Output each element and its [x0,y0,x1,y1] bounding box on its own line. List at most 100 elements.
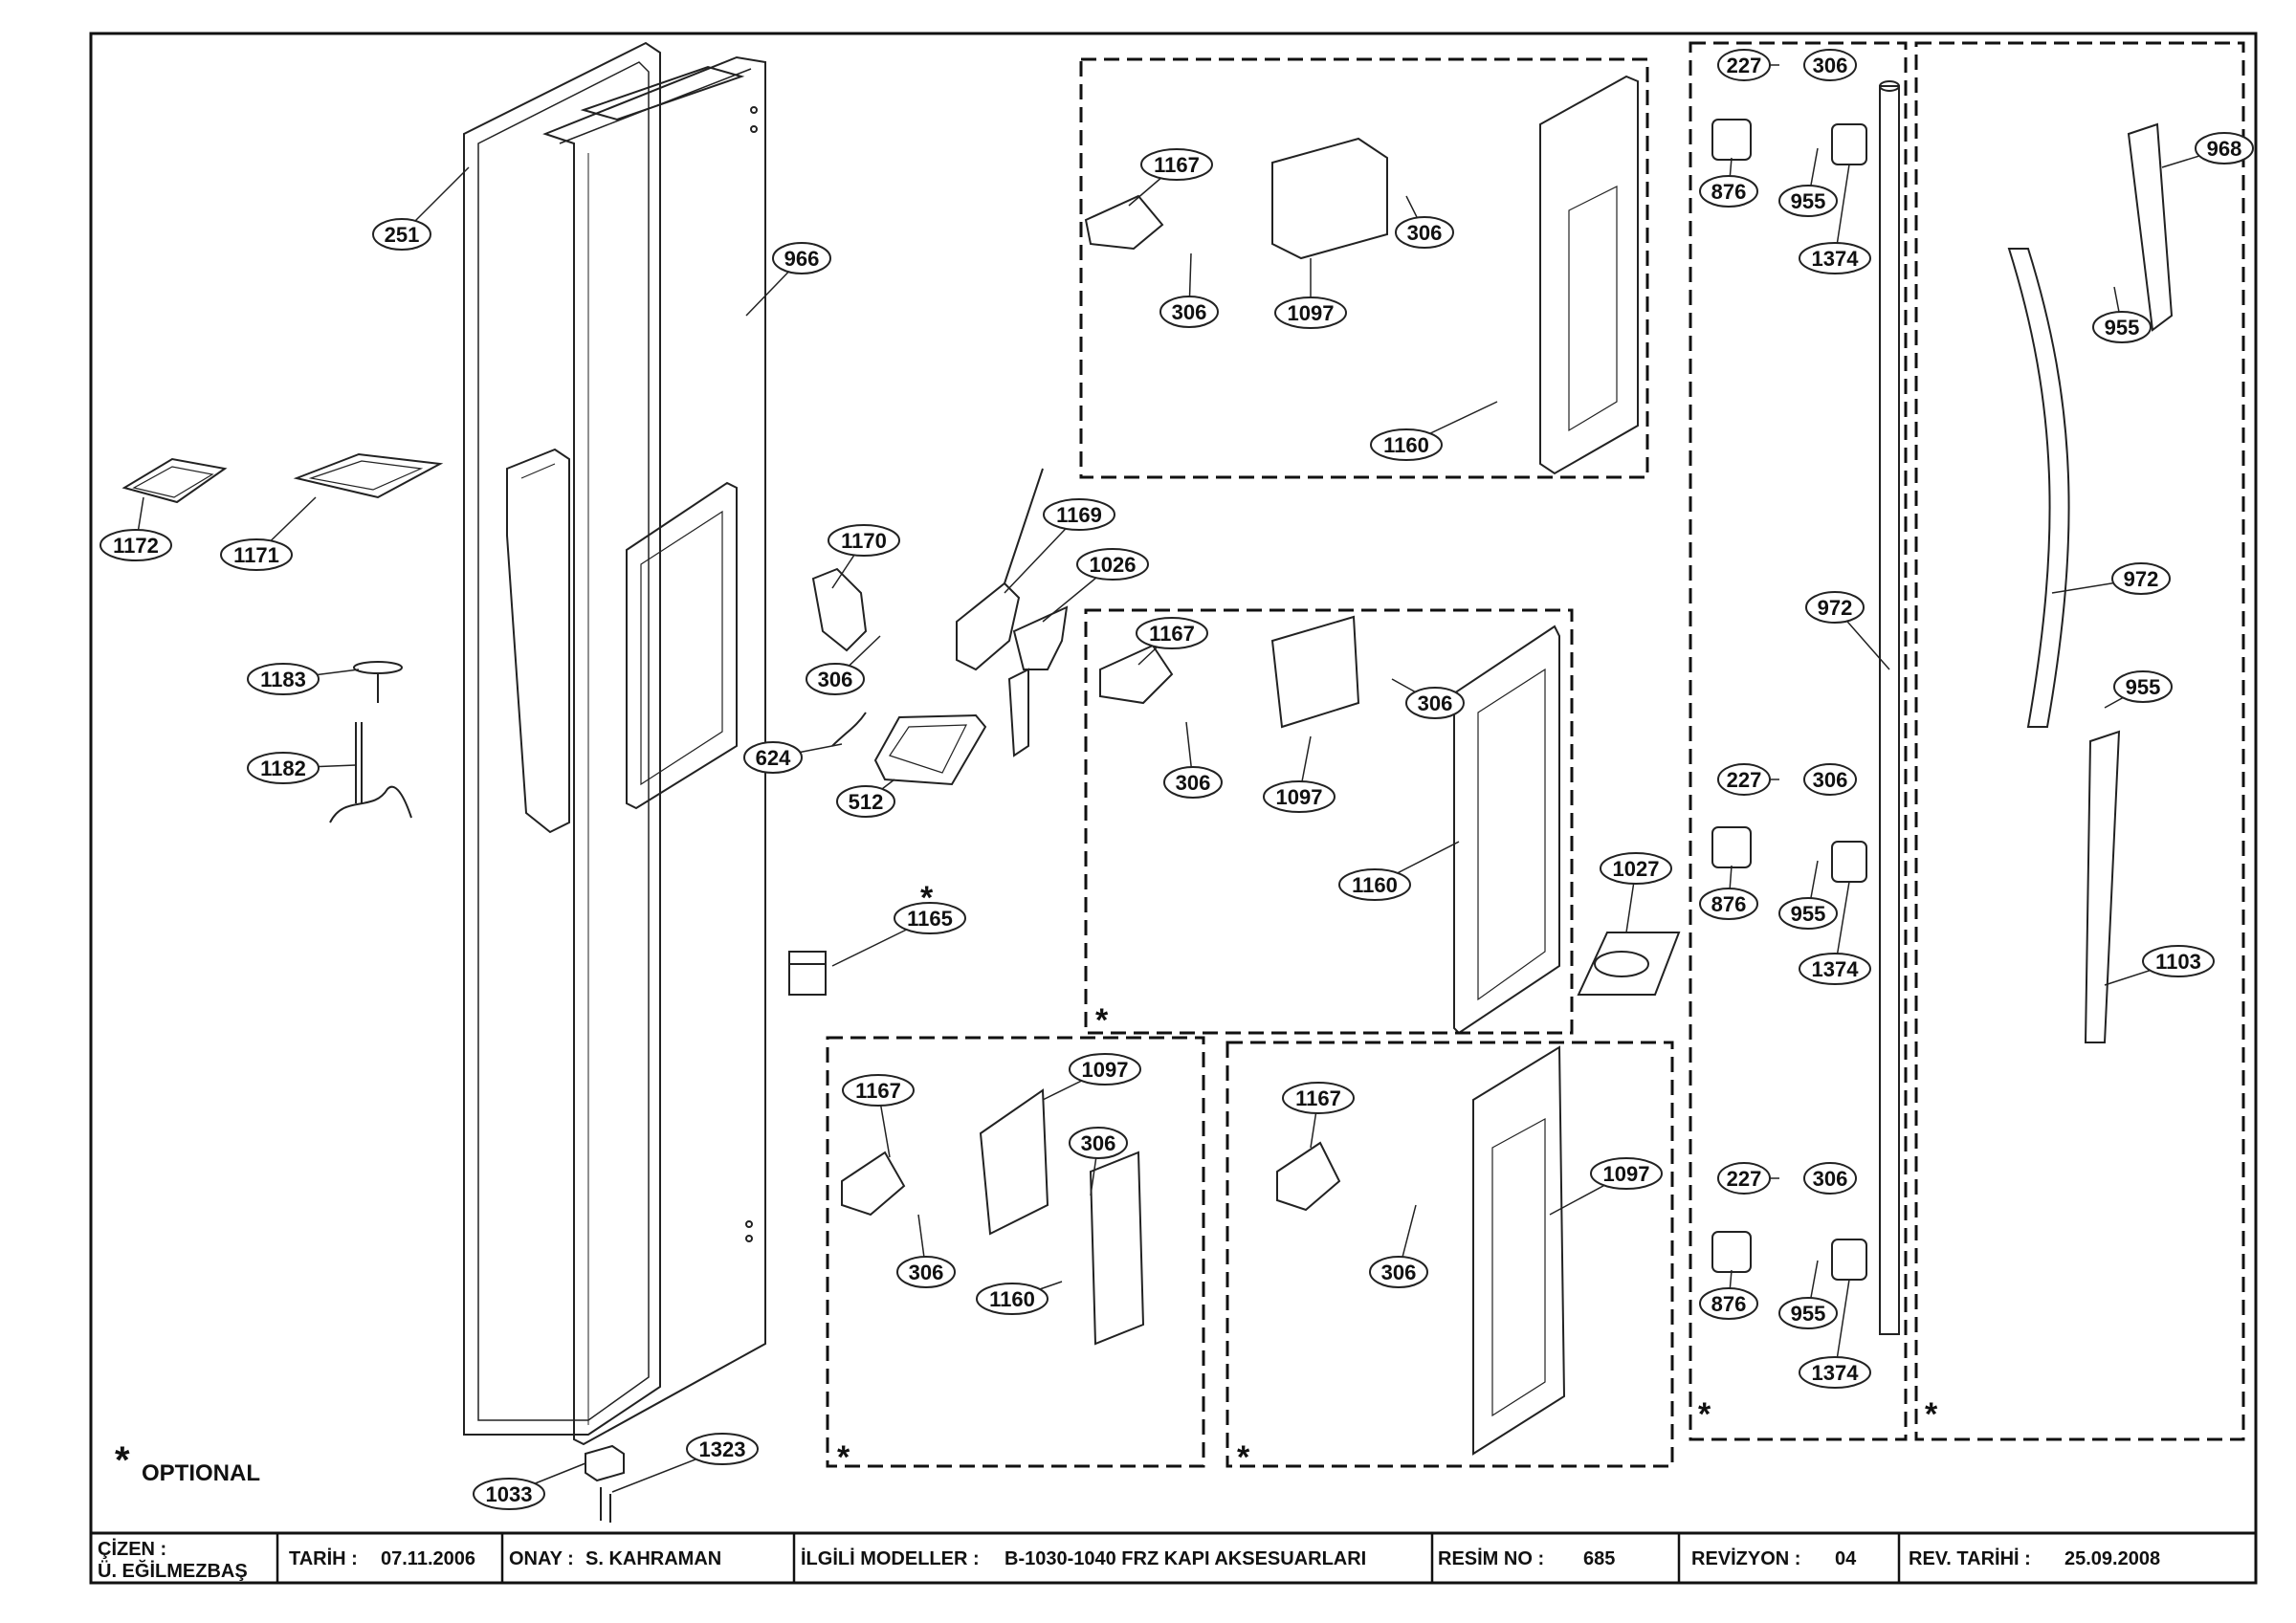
revision-label: REVİZYON : [1691,1547,1800,1569]
callout-bubble [743,741,803,774]
part-callout-251: 251 [372,166,470,251]
callout-bubble [976,1283,1049,1315]
callout-bubble [1263,780,1336,813]
part-callout-876: 876 [1699,1269,1758,1320]
callout-bubble [1069,1053,1141,1086]
models-value: B-1030-1040 FRZ KAPI AKSESUARLARI [1004,1548,1366,1569]
callout-number: 1097 [1288,301,1335,325]
callout-bubble [1805,591,1865,624]
part-callout-955: 955 [2092,286,2152,343]
callout-bubble [1778,897,1838,930]
callout-bubble [1699,175,1758,208]
callout-bubble [1405,687,1465,719]
callout-number: 1374 [1812,1361,1860,1385]
date-value: 07.11.2006 [381,1548,475,1569]
callout-bubble [1699,1287,1758,1320]
callout-bubble [247,663,320,695]
callout-number: 1160 [1352,873,1398,897]
callout-bubble [1799,953,1871,985]
callout-number: 306 [1081,1131,1116,1155]
part-callout-306: 306 [1163,721,1223,799]
callout-number: 966 [784,247,820,271]
callout-number: 1033 [486,1482,533,1506]
part-callout-972: 972 [2051,562,2171,595]
callout-number: 1182 [260,757,306,780]
part-callout-624: 624 [743,741,843,774]
callout-bubble [1338,868,1411,901]
rev-date-value: 25.09.2008 [2064,1548,2160,1569]
part-callout-955: 955 [1778,147,1838,217]
callout-number: 1183 [260,668,306,691]
callout-bubble [2113,670,2173,703]
dispenser-small-parts [788,468,1681,996]
part-callout-1033: 1033 [473,1462,586,1510]
callout-bubble [1717,763,1771,796]
callout-number: 972 [1818,596,1853,620]
part-callout-306: 306 [806,635,881,695]
callout-number: 955 [1791,189,1826,213]
callout-bubble [894,902,966,934]
panel-1097-bottom-right [1276,1045,1566,1456]
callout-number: 624 [756,746,791,770]
callout-bubble [772,242,831,274]
part-callout-1026: 1026 [1042,548,1149,623]
callout-bubble [1799,1356,1871,1389]
part-callout-1165: 1165 [831,902,966,967]
part-callout-1374: 1374 [1799,1279,1871,1389]
part-callout-227: 227 [1717,763,1779,796]
panel-1160-bottom-left [841,1088,1145,1346]
callout-bubble [828,524,900,557]
part-callout-955: 955 [1778,1260,1838,1329]
callout-number: 1097 [1276,785,1323,809]
callout-number: 306 [1381,1261,1417,1284]
part-callout-1167: 1167 [1136,617,1208,666]
optional-note: * OPTIONAL [115,1439,260,1486]
panel-1160-top [1084,75,1639,475]
callout-bubble [686,1433,759,1465]
revision-value: 04 [1835,1548,1857,1569]
callout-number: 1172 [113,534,159,558]
approval-label: ONAY : [509,1548,574,1569]
callout-bubble [1717,49,1771,81]
note-text: OPTIONAL [142,1460,260,1486]
part-callout-876: 876 [1699,865,1758,920]
callout-number: 1103 [2155,950,2201,974]
callout-bubble [1590,1157,1663,1190]
drawn-by-label: ÇİZEN : [98,1538,166,1560]
part-callout-306: 306 [1159,252,1219,328]
callout-bubble [1369,1256,1428,1288]
part-callout-1097: 1097 [1274,258,1347,329]
part-callout-306: 306 [896,1214,956,1288]
drawn-by-name: Ü. EĞİLMEZBAŞ [98,1559,248,1582]
callout-number: 955 [1791,902,1826,926]
callout-number: 1167 [1295,1086,1341,1110]
callout-number: 1170 [841,529,887,553]
callout-bubble [2092,311,2152,343]
part-callout-1323: 1323 [611,1433,759,1493]
callout-bubble [1159,296,1219,328]
callout-bubble [1043,498,1115,531]
part-callout-227: 227 [1717,49,1779,81]
part-callout-1160: 1160 [976,1281,1063,1315]
callout-bubble [1370,428,1443,461]
tray-parts [121,452,444,504]
callout-bubble [1699,888,1758,920]
callout-number: 1160 [989,1287,1035,1311]
part-callout-306: 306 [1803,49,1857,81]
title-block: ÇİZEN : Ü. EĞİLMEZBAŞ TARİH : 07.11.2006… [89,1531,2258,1585]
drawing-no-label: RESİM NO : [1438,1547,1544,1569]
callout-number: 306 [1172,300,1207,324]
callout-bubble [1778,185,1838,217]
part-callout-1097: 1097 [1042,1053,1141,1101]
callout-bubble [1803,1162,1857,1195]
door-assembly [463,41,766,1523]
part-callout-306: 306 [1369,1204,1428,1288]
optional-mark: * [1925,1396,1938,1433]
part-callout-968: 968 [2161,132,2254,168]
callout-bubble [806,663,865,695]
part-callout-1183: 1183 [247,663,360,695]
approval-value: S. KAHRAMAN [585,1548,721,1569]
callout-number: 955 [1791,1302,1826,1326]
callout-bubble [1076,548,1149,581]
